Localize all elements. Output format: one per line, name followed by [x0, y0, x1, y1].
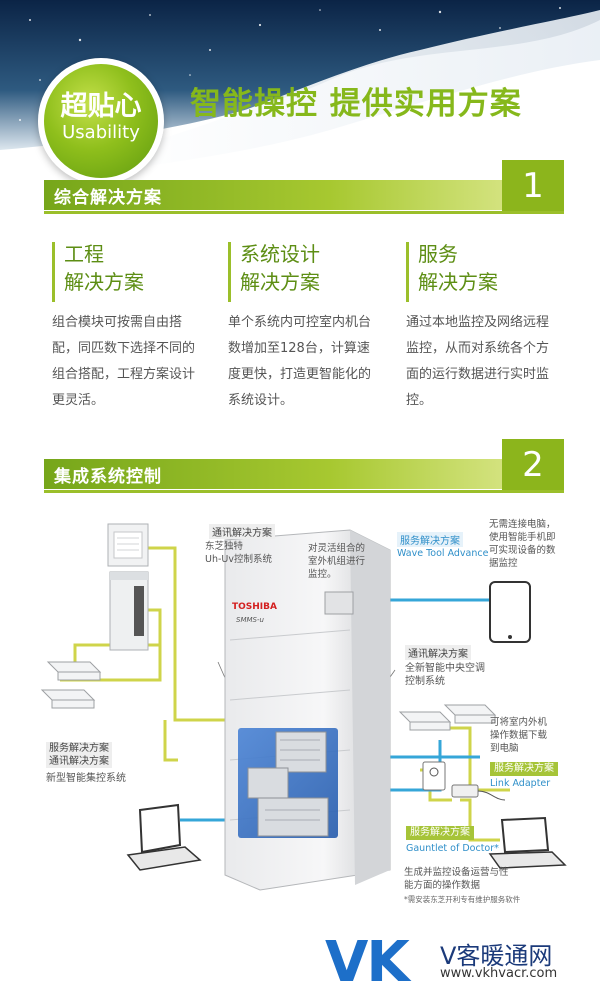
badge-title-cn: 超贴心	[60, 91, 142, 122]
col3-title-line1: 服务	[418, 242, 458, 266]
vk-logo-name: V客暖通网	[440, 942, 553, 970]
combo-desc-line1: 对灵活组合的	[308, 543, 366, 554]
section1-number: 1	[522, 166, 544, 206]
gauntlet-desc-line2: 能方面的操作数据	[404, 880, 481, 891]
central-controller	[107, 523, 149, 567]
service-solution-tag-3: 服务解决方案	[406, 826, 474, 840]
combo-desc: 对灵活组合的 室外机组进行 监控。	[308, 542, 365, 581]
section2-bar: 集成系统控制	[44, 459, 564, 489]
combo-desc-line2: 室外机组进行	[308, 556, 366, 567]
col1-title-line2: 解决方案	[64, 270, 144, 294]
footnote: *需安装东芝开利专有维护服务软件	[404, 895, 521, 904]
col2-body: 单个系统内可控室内机台数增加至128台，计算速度更快，打造更智能化的系统设计。	[228, 315, 372, 408]
unit-model: SMMS-u	[236, 616, 264, 624]
usability-badge: 超贴心 Usability	[38, 58, 164, 184]
section1-bar: 综合解决方案	[44, 180, 564, 210]
col1-body: 组合模块可按需自由搭配，同匹数下选择不同的组合搭配，工程方案设计更灵活。	[52, 315, 196, 408]
col3-title-line2: 解决方案	[418, 270, 498, 294]
gauntlet-desc: 生成并监控设备运营与性 能方面的操作数据	[404, 866, 509, 892]
phone-desc-line4: 据监控	[489, 558, 518, 569]
laptop-left	[126, 803, 202, 871]
comm-desc-1: 东芝独特 Uh-Uv控制系统	[205, 540, 272, 566]
tablet	[489, 581, 531, 643]
phone-desc-line3: 可实现设备的数	[489, 545, 556, 556]
small-outdoor-unit	[109, 571, 149, 651]
col2-title-line2: 解决方案	[240, 270, 320, 294]
indoor-cassette-left	[40, 661, 102, 709]
col2-accent-line	[228, 242, 231, 302]
badge-title-en: Usability	[62, 122, 140, 143]
comm-desc-2: 全新智能中央空调 控制系统	[405, 662, 485, 688]
gauntlet-desc-line1: 生成并监控设备运营与性	[404, 867, 509, 878]
comm-desc-1-line2: Uh-Uv控制系统	[205, 554, 272, 565]
phone-desc-line2: 使用智能手机即	[489, 532, 556, 543]
link-adapter	[422, 761, 506, 801]
control-board	[238, 728, 338, 838]
col3-body: 通过本地监控及网络远程监控，从而对系统各个方面的运行数据进行实时监控。	[406, 315, 550, 408]
col3-accent-line	[406, 242, 409, 302]
service-solution-tag-1: 服务解决方案	[397, 532, 463, 547]
left-desc: 新型智能集控系统	[46, 773, 126, 784]
section1-number-box: 1	[502, 160, 564, 214]
combo-desc-line3: 监控。	[308, 569, 337, 580]
system-diagram	[40, 523, 567, 891]
left-solution-tags: 服务解决方案 通讯解决方案	[46, 742, 112, 768]
section2-number-box: 2	[502, 439, 564, 493]
col1-title: 工程 解决方案	[64, 240, 144, 296]
section2-title: 集成系统控制	[54, 467, 162, 487]
phone-desc: 无需连接电脑， 使用智能手机即 可实现设备的数 据监控	[489, 518, 556, 570]
indoor-cassette-right	[398, 704, 497, 731]
toshiba-brand: TOSHIBA	[232, 602, 277, 612]
indoor-desc: 可将室内外机 操作数据下载 到电脑	[490, 716, 547, 755]
indoor-desc-line3: 到电脑	[490, 743, 519, 754]
comm-solution-tag-1: 通讯解决方案	[209, 524, 275, 539]
col2-title: 系统设计 解决方案	[240, 240, 320, 296]
col1-accent-line	[52, 242, 55, 302]
left-tag-service: 服务解决方案	[49, 743, 109, 754]
comm-desc-2-line1: 全新智能中央空调	[405, 663, 485, 674]
comm-desc-1-line1: 东芝独特	[205, 541, 244, 552]
vk-logo-url: www.vkhvacr.com	[440, 966, 558, 981]
gauntlet-label: Gauntlet of Doctor*	[406, 843, 499, 854]
link-adapter-label: Link Adapter	[490, 778, 551, 789]
left-tag-comm: 通讯解决方案	[49, 756, 109, 767]
phone-desc-line1: 无需连接电脑，	[489, 519, 556, 530]
indoor-desc-line2: 操作数据下载	[490, 730, 548, 741]
service-solution-tag-2: 服务解决方案	[490, 762, 558, 776]
section1-title: 综合解决方案	[54, 188, 162, 208]
laptop-right	[488, 816, 567, 869]
col3-title: 服务 解决方案	[418, 240, 498, 296]
col2-title-line1: 系统设计	[240, 242, 320, 266]
section2-number: 2	[522, 445, 544, 485]
indoor-desc-line1: 可将室内外机	[490, 717, 548, 728]
vk-logo-mark: VK	[325, 930, 410, 995]
comm-desc-2-line2: 控制系统	[405, 676, 445, 687]
col1-title-line1: 工程	[64, 242, 104, 266]
comm-solution-tag-2: 通讯解决方案	[405, 645, 471, 660]
section1-underline	[44, 211, 564, 214]
page-headline: 智能操控 提供实用方案	[190, 86, 522, 122]
wave-tool-advance: Wave Tool Advance	[397, 548, 489, 559]
section2-underline	[44, 490, 564, 493]
